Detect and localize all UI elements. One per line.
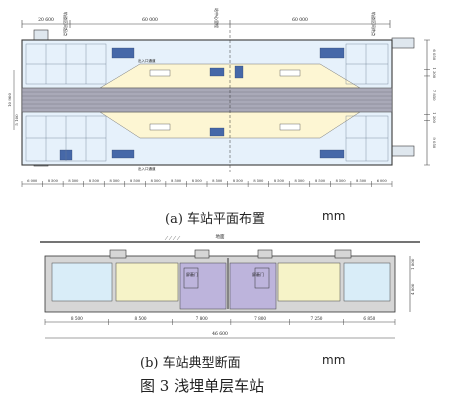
plan-marker-end: 轨道区间终点 xyxy=(371,12,377,36)
entrance-note: 出入口通道 xyxy=(138,166,156,171)
section-caption: (b) 车站典型断面 xyxy=(140,356,241,371)
entrance-passage-nw xyxy=(33,29,49,41)
entrance-passage-se xyxy=(391,145,415,157)
plan-top-dimension-line xyxy=(21,20,391,28)
plan-bottom-dim: 8 500 xyxy=(233,179,243,183)
section-top-slab-bump-1 xyxy=(109,249,127,259)
plan-right-dims: 6 050 1 300 7 850 1 300 9 050 xyxy=(424,39,437,166)
ground-hatch xyxy=(164,235,181,241)
plan-bottom-dim: 8 500 xyxy=(130,179,140,183)
plan-bottom-dim: 6 000 xyxy=(27,179,37,183)
section-unit: mm xyxy=(322,353,346,367)
track-well-west xyxy=(179,262,227,310)
plan-bottom-dim: 6 000 xyxy=(377,179,387,183)
plan-bottom-dim: 8 500 xyxy=(68,179,78,183)
section-bottom-dims: 8 500 8 500 7 800 7 800 7 250 6 850 xyxy=(44,316,396,325)
platform-west xyxy=(115,262,179,302)
plan-unit: mm xyxy=(322,209,346,223)
section-right-dim: 1 800 xyxy=(410,258,415,270)
platform-screen-doors xyxy=(183,267,270,289)
track-rails xyxy=(22,91,392,109)
plan-right-dim: 7 850 xyxy=(432,90,437,101)
plan-bottom-dim: 8 500 xyxy=(212,179,222,183)
platform-east xyxy=(277,262,341,302)
section-top-slab-bump-3 xyxy=(257,249,273,259)
plan-marker-start: 轨道区间起点 xyxy=(63,12,69,36)
stair-escalators xyxy=(149,69,301,131)
door-label: 屏蔽门 xyxy=(252,271,264,277)
plan-top-dim: 20 600 xyxy=(38,17,54,23)
section-bottom-dim: 7 250 xyxy=(310,316,322,321)
plan-bottom-dim: 8 500 xyxy=(48,179,58,183)
plan-bottom-dim: 8 500 xyxy=(315,179,325,183)
plan-bottom-dim: 8 500 xyxy=(294,179,304,183)
section-bottom-dim: 7 800 xyxy=(254,316,266,321)
plan-bottom-dim: 8 500 xyxy=(356,179,366,183)
plan-bottom-dim: 8 500 xyxy=(336,179,346,183)
plan-marker-center: 站中心里程 xyxy=(214,8,220,28)
plan-caption: (a) 车站平面布置 xyxy=(165,212,266,227)
plan-top-dim: 60 000 xyxy=(142,17,158,23)
section-top-slab-bump-4 xyxy=(334,249,352,259)
section-bottom-dim: 8 500 xyxy=(71,316,83,321)
plan-bottom-dim: 8 500 xyxy=(151,179,161,183)
station-section: 地面 屏蔽门 屏蔽门 8 500 8 500 7 800 7 800 7 250 6 85… xyxy=(40,233,420,339)
plan-bottom-dims: 6 000 8 500 8 500 8 500 8 500 8 500 8 500 8 500… xyxy=(21,179,393,187)
plan-right-dim: 6 050 xyxy=(432,49,437,60)
plan-bottom-dim: 8 500 xyxy=(171,179,181,183)
side-room-east xyxy=(343,262,391,302)
plan-bottom-dim: 8 500 xyxy=(192,179,202,183)
plan-bottom-dim: 8 500 xyxy=(253,179,263,183)
entrance-note: 出入口通道 xyxy=(138,58,156,63)
section-right-dim: 4 800 xyxy=(410,283,415,295)
plan-left-dim: 5 100 xyxy=(14,114,19,126)
plan-bottom-dim: 8 500 xyxy=(89,179,99,183)
figure-caption: 图 3 浅埋单层车站 xyxy=(140,377,265,395)
plan-right-dim: 1 300 xyxy=(432,67,437,78)
section-total-dim: 46 600 xyxy=(212,331,228,337)
side-room-west xyxy=(51,262,113,302)
room-partitions xyxy=(25,43,389,162)
plan-right-dim: 9 050 xyxy=(432,137,437,148)
door-label: 屏蔽门 xyxy=(186,271,198,277)
plan-right-dim: 1 300 xyxy=(432,112,437,123)
section-top-slab-bump-2 xyxy=(194,249,210,259)
station-plan: 20 600 60 000 60 000 轨道区间起点 站中心里程 轨道区间终点 xyxy=(7,8,437,187)
entrance-passage-ne xyxy=(391,37,415,49)
plan-bottom-dim: 8 500 xyxy=(274,179,284,183)
plan-top-dim: 60 000 xyxy=(292,17,308,23)
ground-label: 地面 xyxy=(216,233,225,240)
section-bottom-dim: 7 800 xyxy=(196,316,208,321)
track-well-east xyxy=(229,262,277,310)
plan-left-dim: 10 900 xyxy=(7,93,12,107)
section-bottom-dim: 6 850 xyxy=(363,316,375,321)
plan-bottom-dim: 8 500 xyxy=(109,179,119,183)
section-bottom-dim: 8 500 xyxy=(135,316,147,321)
